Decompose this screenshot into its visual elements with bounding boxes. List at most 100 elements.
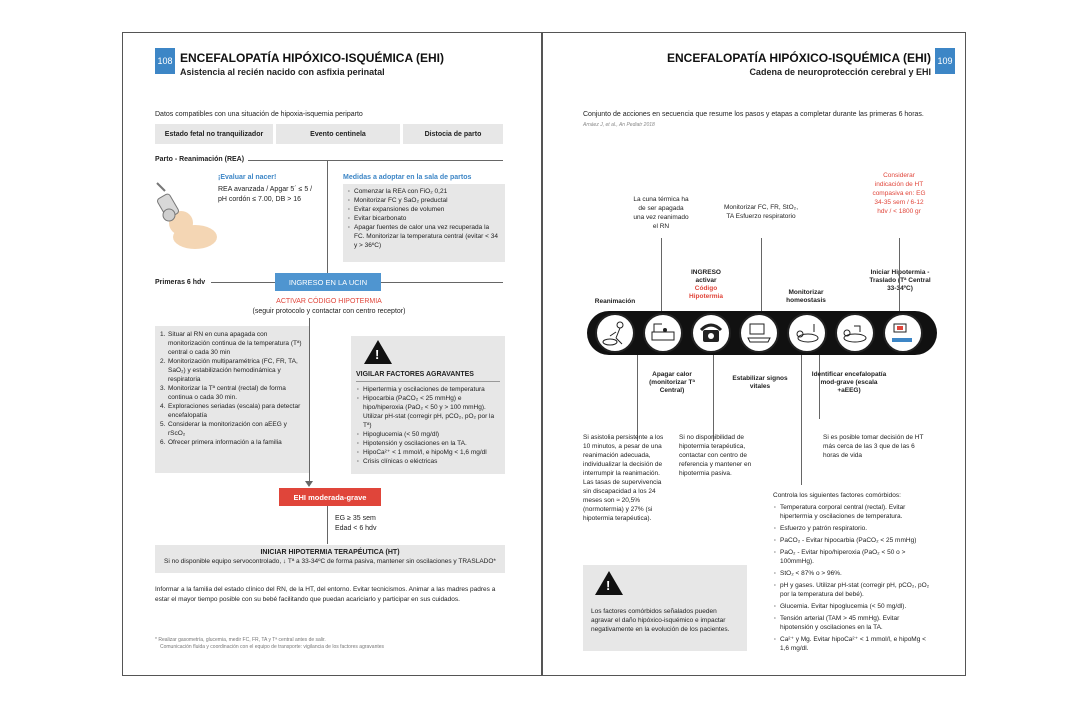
ehi-criteria-ga: EG ≥ 35 sem [335, 515, 376, 522]
step-item: Monitorizar la Tª central (rectal) de fo… [168, 385, 286, 401]
measure-item: Evitar bicarbonato [347, 214, 501, 223]
step-item: Considerar la monitorización con aEEG y … [168, 421, 287, 437]
measure-item: Comenzar la REA con FiO₂ 0,21 [347, 187, 501, 196]
phone-icon [699, 323, 723, 342]
warn-item: Hipocarbia (PaCO₂ < 25 mmHg) e hipo/hipe… [356, 394, 500, 430]
warning-text: Los factores comórbidos señalados pueden… [591, 608, 730, 633]
baby-bed-icon [843, 325, 867, 343]
activate-subtitle: (seguir protocolo y contactar con centro… [252, 308, 406, 315]
comorbid-warning-box: ! Los factores comórbidos señalados pued… [583, 565, 747, 651]
footnote: * Realizar gasometría, glucemia, medir F… [155, 637, 326, 643]
chain-step-monitorizar [739, 313, 779, 353]
hypothermia-box: INICIAR HIPOTERMIA TERAPÉUTICA (HT) Si n… [155, 545, 505, 573]
label-reanimacion: Reanimación [594, 298, 636, 305]
note-asistolia: Si asistolia persistente a los 10 minuto… [583, 434, 664, 522]
connector-line [327, 506, 328, 544]
step-item: Monitorización multiparamétrica (FC, FR,… [168, 358, 298, 383]
note-no-disponible: Si no disponibilidad de hipotermia terap… [679, 434, 752, 477]
control-item: PaCO₂ - Evitar hipocarbia (PaCO₂ < 25 mm… [773, 536, 933, 545]
ucin-admission-box: INGRESO EN LA UCIN [275, 273, 381, 291]
step-item: Exploraciones seriadas (escala) para det… [168, 403, 301, 419]
warn-title: VIGILAR FACTORES AGRAVANTES [356, 371, 474, 378]
label-ingreso: INGRESO activar Código Hipotermia [681, 269, 731, 301]
measure-item: Apagar fuentes de calor una vez recupera… [347, 223, 501, 250]
control-item: Ca²⁺ y Mg. Evitar hipoCa²⁺ < 1 mmol/l, e… [773, 635, 933, 653]
criteria-sentinel: Evento centinela [276, 124, 400, 144]
thermometer-icon [892, 323, 912, 342]
page-subtitle: Cadena de neuroprotección cerebral y EHI [749, 67, 931, 77]
label-cuna: La cuna térmica ha de ser apagada una ve… [633, 196, 689, 230]
hypothermia-title: INICIAR HIPOTERMIA TERAPÉUTICA (HT) [260, 549, 400, 556]
chain-step-cuna [643, 313, 683, 353]
connector-line [309, 473, 310, 484]
monitor-icon [747, 323, 771, 343]
intro-text: Conjunto de acciones en secuencia que re… [583, 111, 924, 118]
measures-title: Medidas a adoptar en la sala de partos [343, 174, 472, 181]
warning-icon: ! [364, 340, 392, 364]
infant-icon [796, 324, 819, 343]
ehi-criteria-age: Edad < 6 hdv [335, 525, 377, 532]
page-subtitle: Asistencia al recién nacido con asfixia … [180, 67, 385, 77]
chain-step-ingreso [691, 313, 731, 353]
steps-list: 1.Situar al RN en cuna apagada con monit… [155, 326, 309, 473]
activate-hypothermia-code: ACTIVAR CÓDIGO HIPOTERMIA [276, 298, 382, 305]
ingreso-line: activar [695, 277, 717, 284]
chain-step-hipotermia [883, 313, 923, 353]
footnote: Comunicación fluida y coordinación con e… [160, 644, 385, 650]
neuroprotection-chain [587, 311, 937, 355]
arrow-down-icon [305, 481, 313, 487]
control-list: Temperatura corporal central (rectal). E… [773, 503, 933, 656]
warn-item: Hipertermia y oscilaciones de temperatur… [356, 385, 500, 394]
measure-item: Evitar expansiones de volumen [347, 205, 501, 214]
warn-item: Crisis clínicas o eléctricas [356, 457, 500, 466]
citation: Arnáez J, et al., An Pediatr 2018 [583, 122, 655, 128]
label-apagar: Apagar calor (monitorizar Tª Central) [649, 371, 695, 394]
footnotes: * Realizar gasometría, glucemia, medir F… [155, 637, 505, 651]
rea-label: Parto - Reanimación (REA) [155, 156, 245, 163]
step-item: Situar al RN en cuna apagada con monitor… [168, 331, 302, 356]
criteria-distocia: Distocia de parto [403, 124, 503, 144]
step-item: Ofrecer primera información a la familia [168, 439, 282, 446]
label-monitorizar: Monitorizar FC, FR, StO₂, TA Esfuerzo re… [723, 204, 799, 220]
measure-item: Monitorizar FC y SaO₂ preductal [347, 196, 501, 205]
divider [248, 160, 503, 161]
evaluate-line-2: pH cordón ≤ 7.00, DB > 16 [218, 196, 302, 203]
control-item: pH y gases. Utilizar pH-stat (corregir p… [773, 581, 933, 599]
intro-text: Datos compatibles con una situación de h… [155, 111, 363, 118]
measures-list: Comenzar la REA con FiO₂ 0,21 Monitoriza… [343, 184, 505, 262]
evaluate-line-1: REA avanzada / Apgar 5´ ≤ 5 / [218, 186, 313, 193]
ehi-moderate-severe-box: EHI moderada-grave [279, 488, 381, 506]
resuscitation-icon [602, 321, 624, 346]
hypothermia-text: Si no disponible equipo servocontrolado,… [164, 558, 496, 565]
page-title: ENCEFALOPATÍA HIPÓXICO-ISQUÉMICA (EHI) [180, 51, 445, 65]
warning-icon: ! [595, 571, 623, 595]
warn-item: Hipotensión y oscilaciones en la TA. [356, 439, 500, 448]
page-title: ENCEFALOPATÍA HIPÓXICO-ISQUÉMICA (EHI) [666, 51, 931, 65]
label-homeostasis: Monitorizar homeostasis [786, 289, 826, 304]
criteria-fetal: Estado fetal no tranquilizador [155, 124, 273, 144]
evaluate-title: ¡Evaluar al nacer! [218, 174, 277, 181]
control-item: StO₂ < 87% o > 96%. [773, 569, 933, 578]
label-iniciar: Iniciar Hipotermia - Traslado (Tª Centra… [869, 269, 931, 292]
resuscitation-illustration [155, 175, 219, 255]
control-item: Temperatura corporal central (rectal). E… [773, 503, 933, 521]
note-decision: Si es posible tomar decisión de HT más c… [823, 434, 924, 459]
chain-step-reanimacion [595, 313, 635, 353]
control-item: PaO₂ - Evitar hipo/hiperoxia (PaO₂ < 50 … [773, 548, 933, 566]
page-number: 108 [155, 48, 175, 74]
label-estabilizar: Estabilizar signos vitales [732, 375, 788, 390]
warn-item: Hipoglucemia (< 50 mg/dl) [356, 430, 500, 439]
label-identificar: Identificar encefalopatía mod-grave (esc… [811, 371, 887, 394]
left-page: 108 ENCEFALOPATÍA HIPÓXICO-ISQUÉMICA (EH… [122, 32, 542, 676]
incubator-icon [651, 323, 675, 341]
connector-line [327, 160, 328, 291]
ingreso-line: Código Hipotermia [689, 285, 723, 300]
first-hours-label: Primeras 6 hdv [155, 279, 206, 286]
control-item: Glucemia. Evitar hipoglucemia (< 50 mg/d… [773, 602, 933, 611]
page-number: 109 [935, 48, 955, 74]
control-title: Controla los siguientes factores comórbi… [773, 492, 901, 499]
control-item: Esfuerzo y patrón respiratorio. [773, 524, 933, 533]
connector-line [309, 318, 310, 473]
warn-item: HipoCa²⁺ < 1 mmol/l, e hipoMg < 1,6 mg/d… [356, 448, 500, 457]
aggravating-factors-box: ! VIGILAR FACTORES AGRAVANTES Hipertermi… [351, 336, 505, 474]
